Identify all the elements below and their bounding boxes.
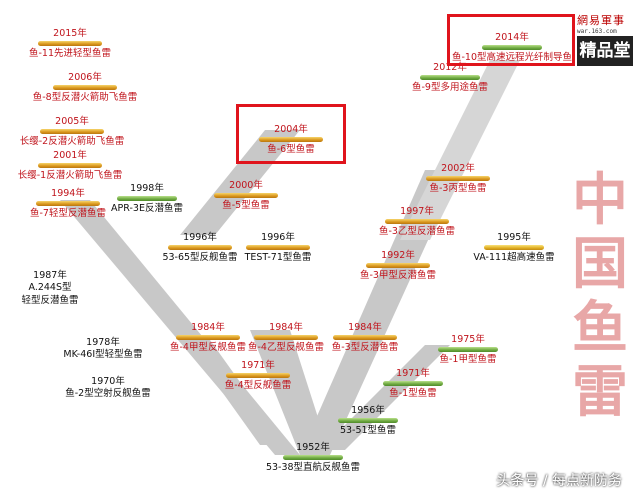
- torpedo-year: 1987年: [33, 270, 67, 281]
- torpedo-name: 鱼-3乙型反潜鱼雷: [379, 226, 455, 237]
- torpedo-year: 1975年: [451, 334, 485, 345]
- torpedo-name: 鱼-4乙型反舰鱼雷: [248, 342, 324, 353]
- torpedo-year: 1956年: [351, 405, 385, 416]
- torpedo-icon: [53, 85, 117, 90]
- title-char: 鱼: [572, 295, 628, 361]
- watermark-credit: 头条号 / 每点新防务: [496, 473, 622, 489]
- band-lower-left: [185, 340, 285, 445]
- torpedo-year: 2014年: [495, 32, 529, 43]
- torpedo-year: 1978年: [86, 337, 120, 348]
- torpedo-year: 1992年: [381, 250, 415, 261]
- netease-logo: 網易軍事 war.163.com 精品堂: [575, 10, 635, 68]
- torpedo-name: 鱼-2型空射反舰鱼雷: [65, 388, 151, 399]
- torpedo-year: 2012年: [433, 62, 467, 73]
- torpedo-year: 1970年: [91, 376, 125, 387]
- band-mid: [250, 330, 330, 455]
- band-right: [300, 170, 460, 455]
- torpedo-year: 1994年: [51, 188, 85, 199]
- torpedo-name: 鱼-4型反舰鱼雷: [224, 380, 292, 391]
- torpedo-icon: [333, 335, 397, 340]
- torpedo-year: 1984年: [348, 322, 382, 333]
- torpedo-name: 鱼-1型鱼雷: [389, 388, 437, 399]
- torpedo-icon: [40, 129, 104, 134]
- torpedo-year: 2002年: [441, 163, 475, 174]
- torpedo-name: 53-38型直航反舰鱼雷: [265, 462, 361, 473]
- torpedo-icon: [484, 245, 544, 250]
- torpedo-year: 1998年: [130, 183, 164, 194]
- logo-mark: 精品堂: [577, 36, 633, 66]
- band-right-lower: [320, 345, 450, 450]
- torpedo-name: 53-65型反舰鱼雷: [162, 252, 238, 263]
- band-top-right: [400, 60, 520, 240]
- title-char: 中: [572, 167, 628, 233]
- torpedo-name-line2: 轻型反潜鱼雷: [21, 295, 79, 306]
- torpedo-year: 1984年: [191, 322, 225, 333]
- torpedo-year: 1984年: [269, 322, 303, 333]
- logo-brand: 網易軍事: [577, 14, 625, 27]
- torpedo-year: 1971年: [396, 368, 430, 379]
- highlight-box-2014: [447, 14, 575, 66]
- title-char: 雷: [572, 359, 628, 425]
- torpedo-name: 鱼-7轻型反潜鱼雷: [30, 208, 106, 219]
- torpedo-icon: [385, 219, 449, 224]
- torpedo-icon: [420, 75, 480, 80]
- torpedo-icon: [383, 381, 443, 386]
- torpedo-icon: [214, 193, 278, 198]
- torpedo-year: 1997年: [400, 206, 434, 217]
- torpedo-icon: [117, 196, 177, 201]
- torpedo-name: TEST-71型鱼雷: [244, 252, 312, 263]
- torpedo-name: 鱼-3甲型反潜鱼雷: [360, 270, 436, 281]
- torpedo-name: 鱼-1甲型鱼雷: [439, 354, 497, 365]
- highlight-box-2004: [236, 104, 346, 164]
- torpedo-icon: [168, 245, 232, 250]
- torpedo-icon: [482, 45, 542, 50]
- torpedo-name: 53-51型鱼雷: [339, 425, 397, 436]
- torpedo-icon: [36, 201, 100, 206]
- torpedo-name: APR-3E反潜鱼雷: [111, 203, 183, 214]
- torpedo-year: 1996年: [261, 232, 295, 243]
- torpedo-icon: [366, 263, 430, 268]
- logo-url: war.163.com: [577, 28, 617, 35]
- band-upper-left: [180, 130, 300, 235]
- torpedo-year: 1952年: [296, 442, 330, 453]
- torpedo-icon: [176, 335, 240, 340]
- torpedo-icon: [226, 373, 290, 378]
- torpedo-icon: [38, 41, 102, 46]
- torpedo-year: 1995年: [497, 232, 531, 243]
- torpedo-name: VA-111超高速鱼雷: [473, 252, 555, 263]
- torpedo-year: 2004年: [274, 124, 308, 135]
- torpedo-year: 2000年: [229, 180, 263, 191]
- torpedo-year: 2015年: [53, 28, 87, 39]
- torpedo-name: 长缨-2反潜火箭助飞鱼雷: [19, 136, 125, 147]
- torpedo-name: A.244S型: [28, 282, 72, 293]
- torpedo-name: MK-46I型轻型鱼雷: [63, 349, 143, 360]
- torpedo-year: 2006年: [68, 72, 102, 83]
- torpedo-icon: [259, 137, 323, 142]
- torpedo-name: 鱼-5型鱼雷: [222, 200, 270, 211]
- torpedo-name: 鱼-8型反潜火箭助飞鱼雷: [32, 92, 138, 103]
- torpedo-icon: [283, 455, 343, 460]
- torpedo-name: 鱼-9型多用途鱼雷: [412, 82, 488, 93]
- torpedo-year: 1971年: [241, 360, 275, 371]
- chart-title-vertical: 中 国 鱼 雷: [570, 168, 630, 424]
- torpedo-year: 1996年: [183, 232, 217, 243]
- torpedo-year: 2001年: [53, 150, 87, 161]
- torpedo-icon: [438, 347, 498, 352]
- torpedo-name: 鱼-10型高速远程光纤制导鱼: [451, 52, 573, 63]
- torpedo-icon: [254, 335, 318, 340]
- torpedo-year: 2005年: [55, 116, 89, 127]
- torpedo-name: 鱼-11先进轻型鱼雷: [28, 48, 112, 59]
- torpedo-icon: [426, 176, 490, 181]
- torpedo-icon: [38, 163, 102, 168]
- torpedo-icon: [338, 418, 398, 423]
- torpedo-name: 鱼-3型反潜鱼雷: [331, 342, 399, 353]
- torpedo-icon: [246, 245, 310, 250]
- torpedo-name: 长缨-1反潜火箭助飞鱼雷: [17, 170, 123, 181]
- torpedo-name: 鱼-3丙型鱼雷: [429, 183, 487, 194]
- torpedo-name: 鱼-6型鱼雷: [267, 144, 315, 155]
- title-char: 国: [572, 231, 628, 297]
- torpedo-name: 鱼-4甲型反舰鱼雷: [170, 342, 246, 353]
